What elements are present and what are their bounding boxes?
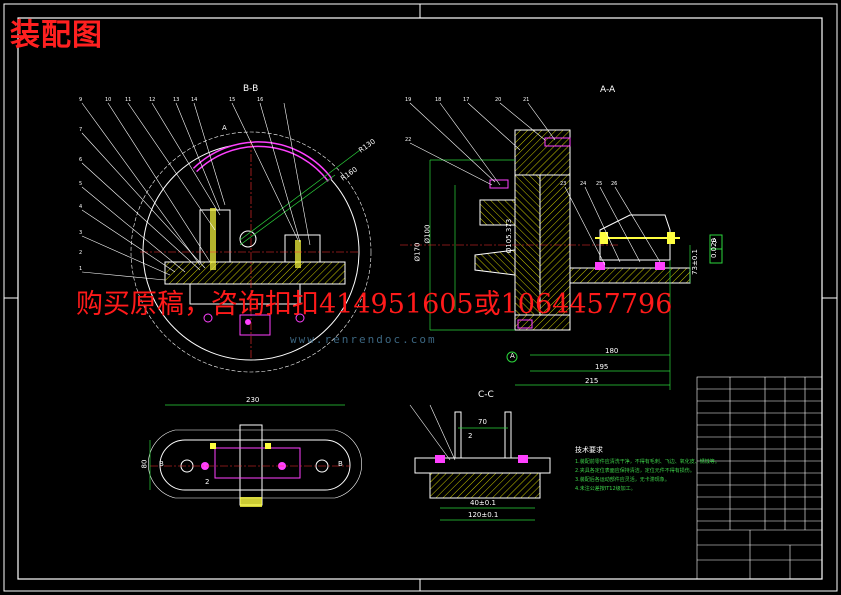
dim-aa-w1: 180	[605, 347, 619, 355]
dim-aa-w2: 195	[595, 363, 609, 371]
balloon: 1	[79, 266, 83, 272]
view-aa	[400, 129, 723, 390]
dim-cc-top: 70	[478, 418, 487, 426]
watermark-text: 购买原稿，咨询扣扣414951605或1064457796	[76, 289, 673, 320]
balloon: 17	[463, 97, 470, 103]
view-label-bb: B-B	[243, 84, 259, 94]
balloon: 3	[79, 230, 83, 236]
section-mark-b-right: B	[338, 460, 343, 468]
dim-aa-datum: A	[510, 352, 515, 360]
dim-aa-tol-ref: A	[712, 237, 717, 245]
balloon: 14	[191, 97, 198, 103]
tech-req-line: 1.装配前零件应清洗干净，不得有毛刺、飞边、氧化皮、锈蚀等。	[575, 459, 720, 465]
balloon: 9	[79, 97, 83, 103]
balloon: 25	[596, 181, 603, 187]
balloon: 18	[435, 97, 442, 103]
tech-req-line: 3.装配后各运动部件应灵活，无卡滞现象。	[575, 477, 670, 483]
balloon: 6	[79, 157, 83, 163]
balloon: 16	[257, 97, 264, 103]
balloon: 21	[523, 97, 530, 103]
view-bb	[130, 131, 372, 373]
dim-aa-h1: 73±0.1	[690, 249, 699, 275]
balloon: 15	[229, 97, 236, 103]
section-mark-b-left: B	[159, 460, 164, 468]
watermark-site: www.renrendoc.com	[290, 333, 437, 346]
balloon: 24	[580, 181, 587, 187]
tech-req-title: 技术要求	[575, 446, 603, 456]
tech-req-line: 4.未注公差按IT12级加工。	[575, 486, 636, 492]
dim-cc-small: 2	[468, 432, 473, 440]
balloon: 26	[611, 181, 618, 187]
dim-aa-w3: 215	[585, 377, 599, 385]
dim-aa-d1: Ø100	[423, 224, 432, 244]
section-mark-a: A	[222, 124, 227, 132]
dim-cc-mid: 40±0.1	[470, 499, 496, 507]
view-cc	[409, 404, 551, 521]
balloon: 4	[79, 204, 83, 210]
dim-plan-small: 2	[205, 478, 210, 486]
balloon: 23	[560, 181, 567, 187]
dim-aa-d3: Ø105.373	[505, 218, 514, 254]
balloon: 13	[173, 97, 180, 103]
view-label-aa: A-A	[600, 85, 616, 95]
view-label-cc: C-C	[478, 390, 494, 400]
balloon: 22	[405, 137, 412, 143]
tech-req-line: 2.夹具各定位表面应保持清洁，定位元件不得有损伤。	[575, 468, 695, 474]
dim-plan-height: 80	[140, 459, 149, 469]
balloon: 19	[405, 97, 412, 103]
balloon: 12	[149, 97, 156, 103]
dim-aa-d2: Ø170	[413, 242, 422, 262]
title-block	[696, 376, 823, 580]
balloon: 10	[105, 97, 112, 103]
dim-plan-width: 230	[246, 396, 260, 404]
balloon: 7	[79, 127, 83, 133]
leaders-right	[409, 102, 661, 266]
leaders-left	[81, 102, 311, 281]
balloon: 11	[125, 97, 132, 103]
balloon: 5	[79, 181, 83, 187]
balloon: 2	[79, 250, 83, 256]
view-plan	[148, 404, 362, 507]
balloon: 20	[495, 97, 502, 103]
tech-req-heading: 技术要求	[575, 446, 603, 454]
drawing-frame	[3, 3, 838, 592]
dim-cc-bottom: 120±0.1	[468, 511, 499, 519]
drawing-title: 装配图	[10, 18, 103, 53]
